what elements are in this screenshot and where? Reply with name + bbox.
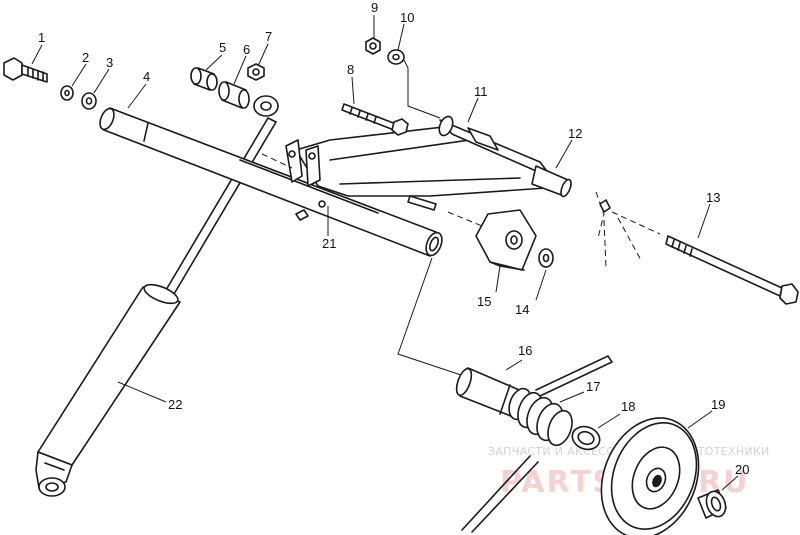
part-shock-eye [253, 95, 279, 117]
callout-8: 8 [347, 62, 354, 77]
callout-21: 21 [322, 236, 336, 251]
callout-1: 1 [38, 30, 45, 45]
callout-4: 4 [143, 69, 150, 84]
callout-19: 19 [711, 397, 725, 412]
part-washer-3 [81, 92, 97, 110]
part-bolt-8 [341, 103, 409, 136]
part-bearing-20 [697, 489, 727, 519]
callout-22: 22 [168, 397, 182, 412]
part-nut-9 [365, 37, 381, 55]
callout-9: 9 [371, 0, 378, 15]
part-washer-14 [538, 248, 554, 268]
callout-15: 15 [477, 294, 491, 309]
callout-3: 3 [106, 55, 113, 70]
callout-leaders [31, 15, 739, 491]
part-nut-7 [247, 63, 265, 81]
part-washer-10 [387, 49, 441, 119]
callout-2: 2 [82, 50, 89, 65]
callout-5: 5 [219, 40, 226, 55]
part-block-15 [447, 209, 537, 271]
callout-7: 7 [265, 29, 272, 44]
part-bolt-1 [3, 57, 48, 83]
part-swing-arm-11 [261, 115, 572, 211]
assembly-centerline [397, 257, 471, 379]
callout-6: 6 [243, 42, 250, 57]
part-washer-18 [571, 425, 601, 451]
part-bolt-13 [595, 191, 799, 305]
part-axle-tube-4 [99, 107, 443, 257]
part-spring-17 [461, 354, 614, 533]
part-bushing-6 [218, 81, 250, 109]
callout-20: 20 [735, 462, 749, 477]
callout-17: 17 [586, 379, 600, 394]
part-washer-2 [60, 85, 74, 101]
part-wheel-19 [600, 417, 700, 535]
callout-labels: 1 2 3 4 5 6 7 8 9 10 11 12 13 14 15 16 1… [38, 0, 749, 477]
callout-10: 10 [400, 10, 414, 25]
part-fitting-21 [295, 200, 326, 221]
callout-12: 12 [568, 126, 582, 141]
callout-16: 16 [518, 343, 532, 358]
part-bushing-5 [190, 67, 218, 91]
callout-11: 11 [474, 84, 488, 99]
callout-18: 18 [621, 399, 635, 414]
callout-14: 14 [515, 302, 529, 317]
part-spacer-16 [455, 367, 525, 419]
callout-13: 13 [706, 190, 720, 205]
